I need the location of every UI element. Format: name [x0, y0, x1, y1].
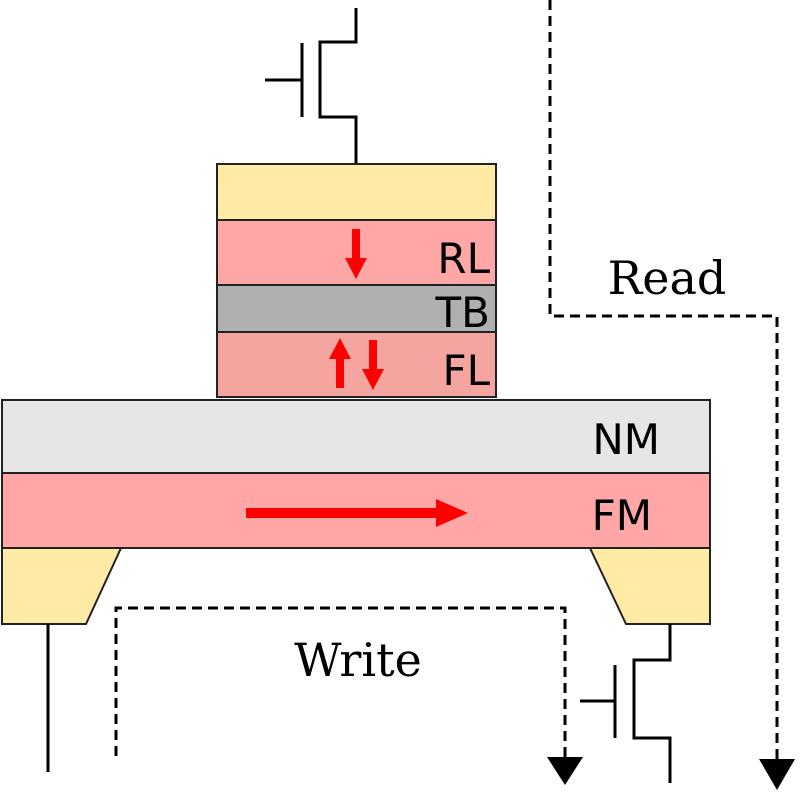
- write-arrowhead: [547, 757, 583, 785]
- right-contact: [588, 547, 711, 625]
- fl-up-arrow: [329, 338, 351, 388]
- read-label: Read: [608, 251, 727, 305]
- fl-down-arrow: [362, 340, 384, 390]
- write-label: Write: [294, 633, 422, 687]
- write-path: [114, 606, 583, 785]
- free-layer: [216, 331, 497, 398]
- read-arrowhead: [759, 759, 795, 790]
- fm-right-arrow: [246, 499, 468, 527]
- tunnel-barrier: [216, 284, 497, 333]
- label-nm: NM: [592, 415, 660, 464]
- label-fl: FL: [442, 346, 490, 395]
- top-transistor: [265, 8, 358, 164]
- left-contact: [1, 547, 123, 625]
- bottom-transistor: [580, 624, 672, 783]
- rl-down-arrow: [345, 229, 367, 279]
- magnetization-arrows: [246, 229, 468, 527]
- label-rl: RL: [437, 234, 490, 283]
- top-contact: [216, 163, 497, 221]
- label-tb: TB: [435, 288, 490, 337]
- normal-metal-layer: [1, 399, 711, 474]
- read-path: [548, 0, 795, 790]
- label-fm: FM: [592, 491, 652, 540]
